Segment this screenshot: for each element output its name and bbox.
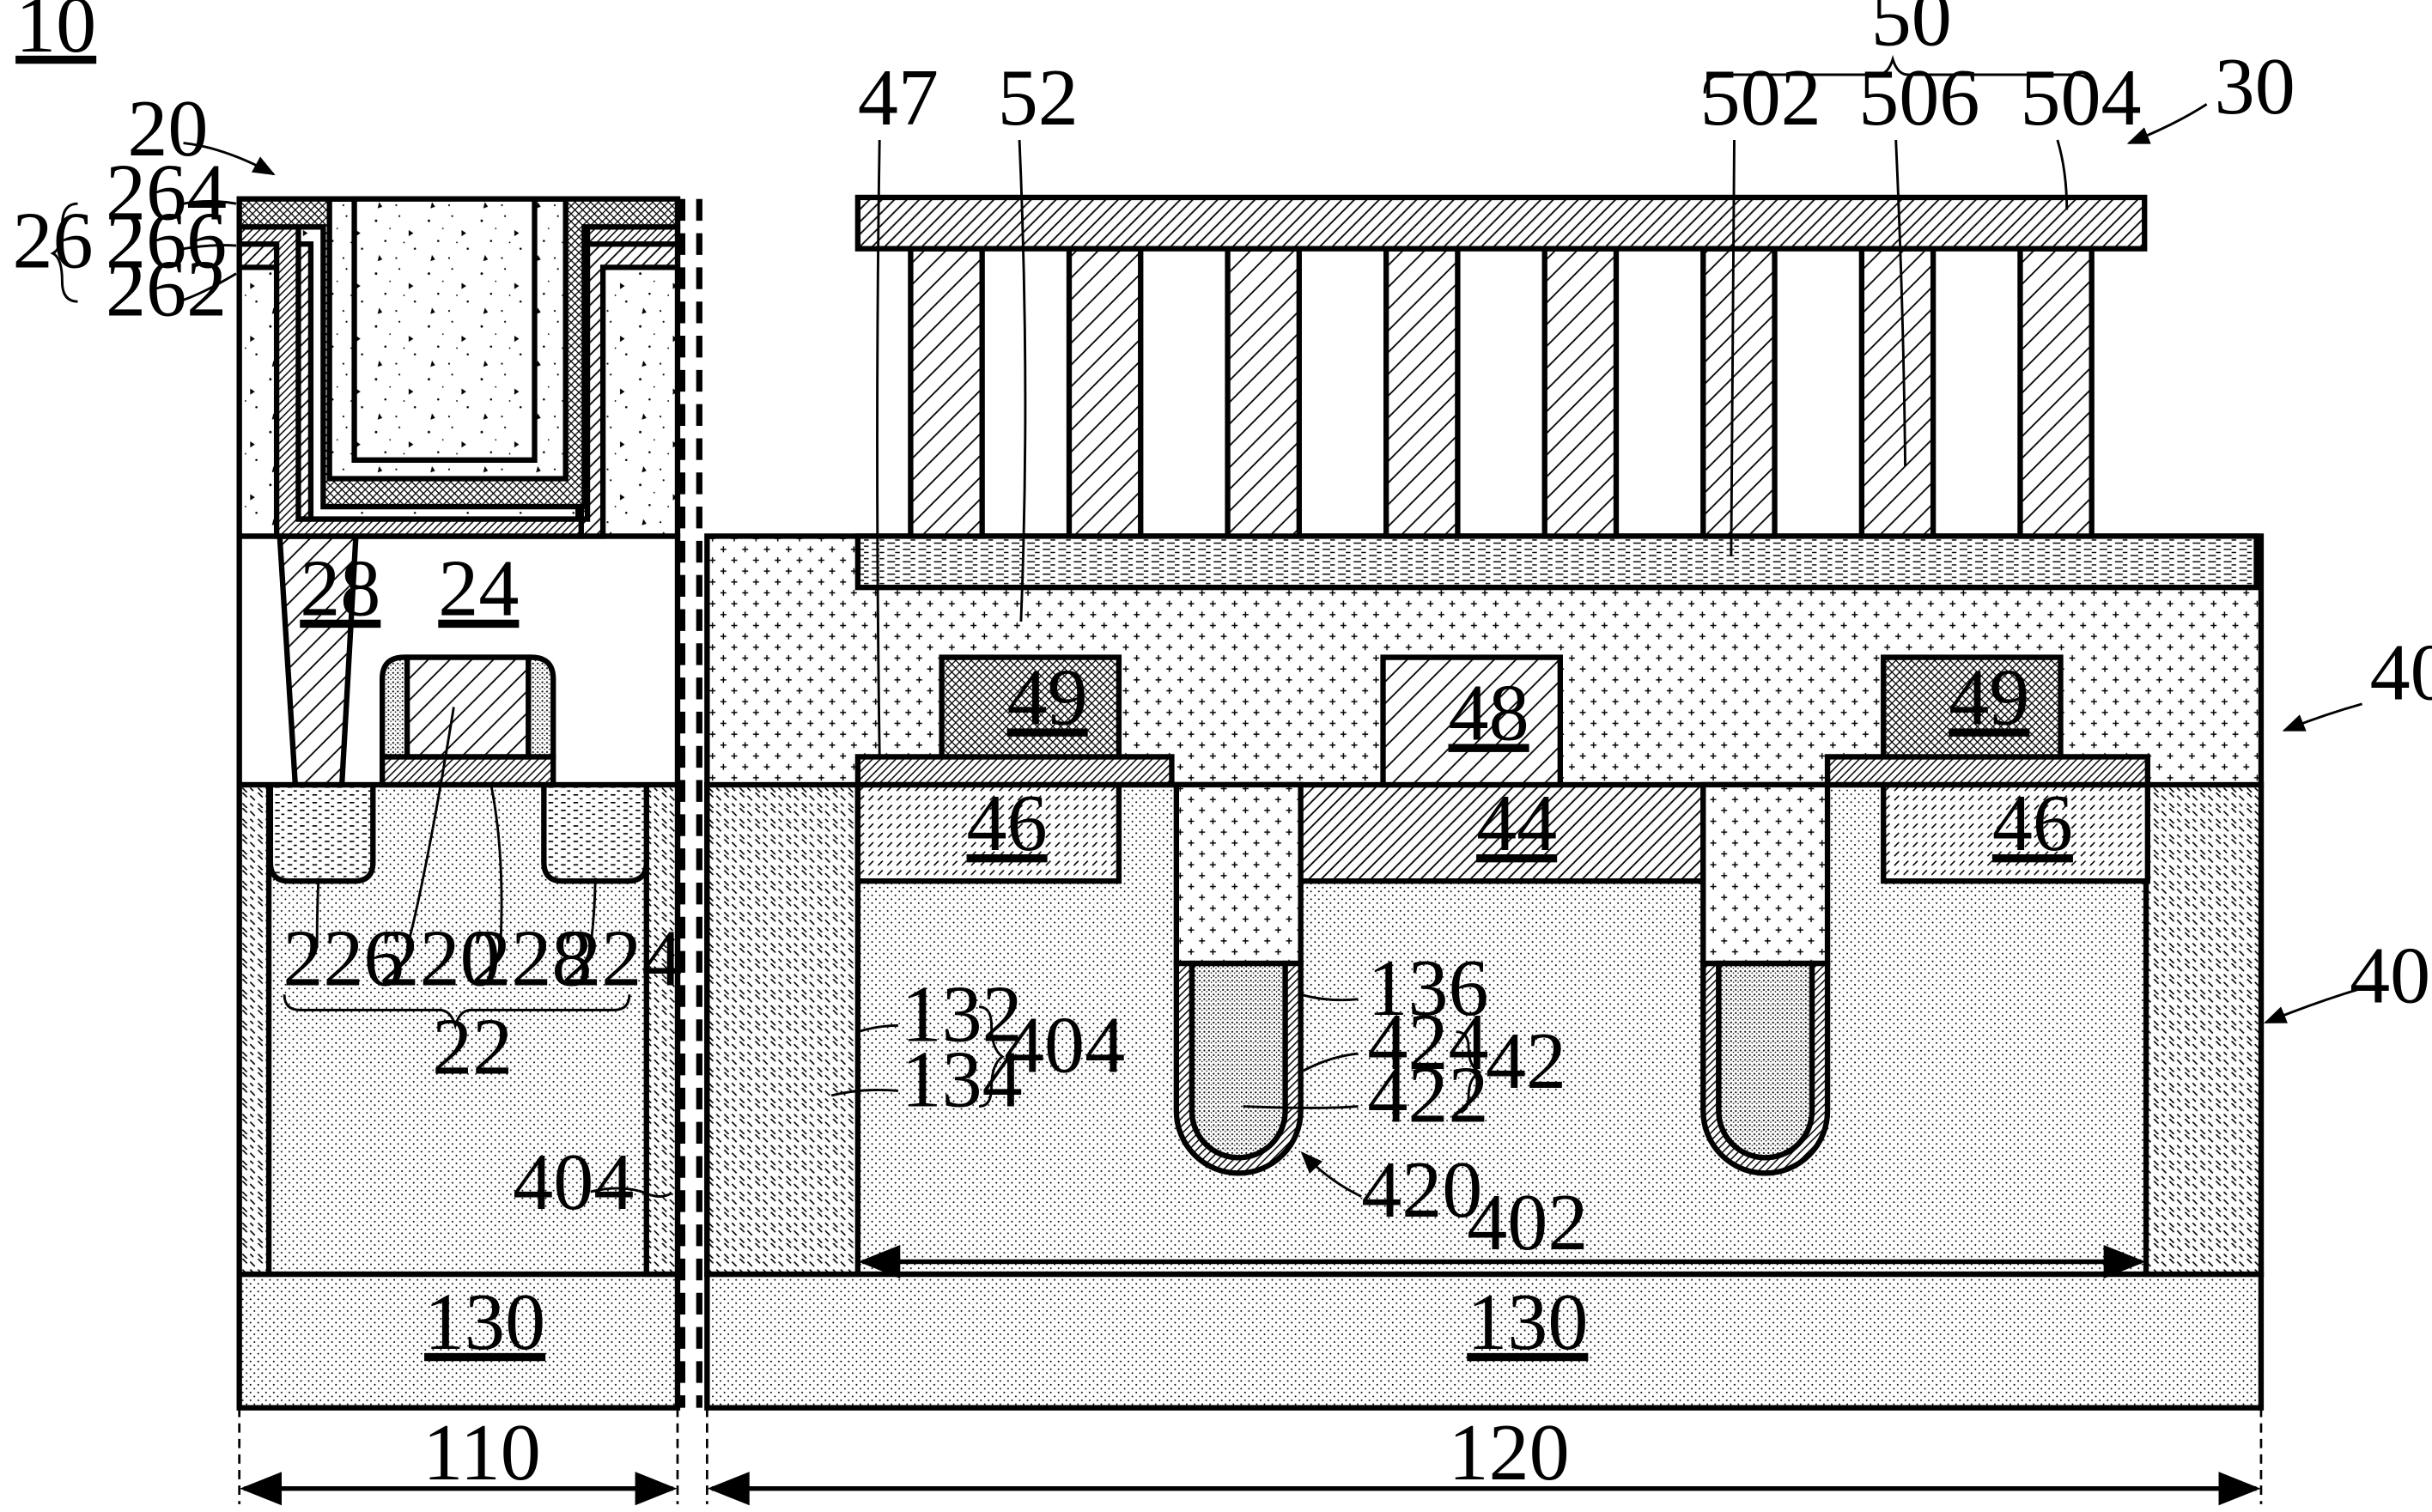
isolation-404-left-a — [236, 781, 272, 1278]
bonding-layer-502 — [854, 533, 2259, 591]
label-ref-42: 42 — [1486, 1017, 1566, 1106]
label-ref-400: 400 — [2350, 931, 2432, 1020]
label-ref-262: 262 — [106, 244, 227, 333]
dimension-lines — [238, 1244, 2263, 1506]
labels: 10 20 264 26 266 262 28 24 226 220 228 2… — [12, 0, 2432, 1497]
region-separator — [678, 198, 702, 1408]
label-ref-48: 48 — [1449, 668, 1529, 757]
gate-electrode-220 — [404, 654, 532, 760]
substrate-130-left — [236, 1271, 681, 1411]
label-ref-422: 422 — [1367, 1051, 1488, 1140]
label-ref-49-left: 49 — [1007, 653, 1088, 742]
label-ref-49-right: 49 — [1949, 653, 2029, 742]
label-ref-136: 136 — [1367, 944, 1488, 1033]
substrate-130-right — [704, 1271, 2265, 1411]
source-drain-226 — [267, 781, 376, 884]
label-ref-220: 220 — [380, 914, 501, 1003]
pillar-506 — [1225, 246, 1302, 539]
label-ref-30: 30 — [2215, 42, 2295, 131]
gate-48 — [1380, 654, 1563, 788]
label-ref-46-right: 46 — [1992, 779, 2073, 868]
label-ref-264: 264 — [106, 148, 227, 237]
capacitor-layer-264 — [236, 196, 681, 510]
trench-core-422-right — [1716, 960, 1815, 1161]
gate-dielectric-228 — [379, 754, 556, 788]
source-drain-224 — [541, 781, 649, 884]
label-ref-26: 26 — [12, 196, 93, 285]
isolation-404-right-a — [704, 781, 861, 1278]
label-ref-226: 226 — [283, 914, 404, 1003]
label-ref-110: 110 — [423, 1408, 541, 1497]
top-plate-504 — [854, 194, 2148, 252]
label-ref-120: 120 — [1449, 1408, 1570, 1497]
contact-49-left — [939, 654, 1122, 760]
doped-region-46-right — [1881, 781, 2151, 884]
label-ref-402: 402 — [1467, 1178, 1588, 1267]
label-ref-424: 424 — [1367, 998, 1488, 1087]
pillar-506 — [1383, 246, 1461, 539]
left-region-110 — [236, 196, 681, 1411]
label-ref-47: 47 — [858, 53, 939, 143]
label-ref-134: 134 — [902, 1035, 1023, 1125]
label-ref-130-left: 130 — [424, 1278, 545, 1367]
pillar-506 — [1858, 246, 1936, 539]
right-region-120 — [704, 194, 2265, 1411]
capacitor-inner-fill — [351, 196, 538, 463]
label-ref-504: 504 — [2020, 53, 2141, 143]
trench-fill-left — [1173, 781, 1304, 967]
isolation-404-left-b — [643, 781, 681, 1278]
label-ref-24: 24 — [438, 544, 519, 634]
leader-lines — [50, 54, 2362, 1198]
pillar-506 — [1700, 246, 1778, 539]
pillar-506 — [1541, 246, 1620, 539]
label-ref-20: 20 — [127, 84, 208, 173]
label-ref-130-right: 130 — [1467, 1278, 1588, 1367]
label-ref-420: 420 — [1361, 1145, 1482, 1235]
capacitor-layer-266 — [236, 224, 681, 539]
pillar-506 — [908, 246, 985, 539]
contact-49-right — [1881, 654, 2064, 760]
pillar-506 — [1066, 246, 1144, 539]
silicide-47-right — [1824, 754, 2151, 788]
doped-region-46-left — [854, 781, 1122, 884]
label-ref-28: 28 — [300, 544, 380, 634]
label-ref-52: 52 — [998, 53, 1079, 143]
trench-fill-right — [1700, 781, 1831, 967]
label-ref-228: 228 — [471, 914, 592, 1003]
pillar-506 — [2017, 246, 2095, 539]
label-ref-266: 266 — [106, 196, 227, 285]
label-ref-404-left: 404 — [513, 1138, 634, 1227]
label-ref-404-right: 404 — [1004, 1001, 1125, 1090]
label-ref-40: 40 — [2370, 628, 2432, 717]
label-ref-506: 506 — [1858, 53, 1979, 143]
pillars-506 — [908, 246, 2095, 539]
label-ref-224: 224 — [561, 914, 682, 1003]
label-ref-22: 22 — [432, 1003, 513, 1092]
trench-core-422-left — [1189, 960, 1288, 1161]
label-ref-10: 10 — [15, 0, 96, 70]
label-ref-502: 502 — [1700, 53, 1821, 143]
label-ref-50: 50 — [1871, 0, 1952, 64]
label-ref-132: 132 — [902, 970, 1023, 1060]
label-ref-46-left: 46 — [967, 779, 1048, 868]
isolation-404-right-b — [2143, 781, 2265, 1278]
label-ref-44: 44 — [1476, 779, 1557, 868]
